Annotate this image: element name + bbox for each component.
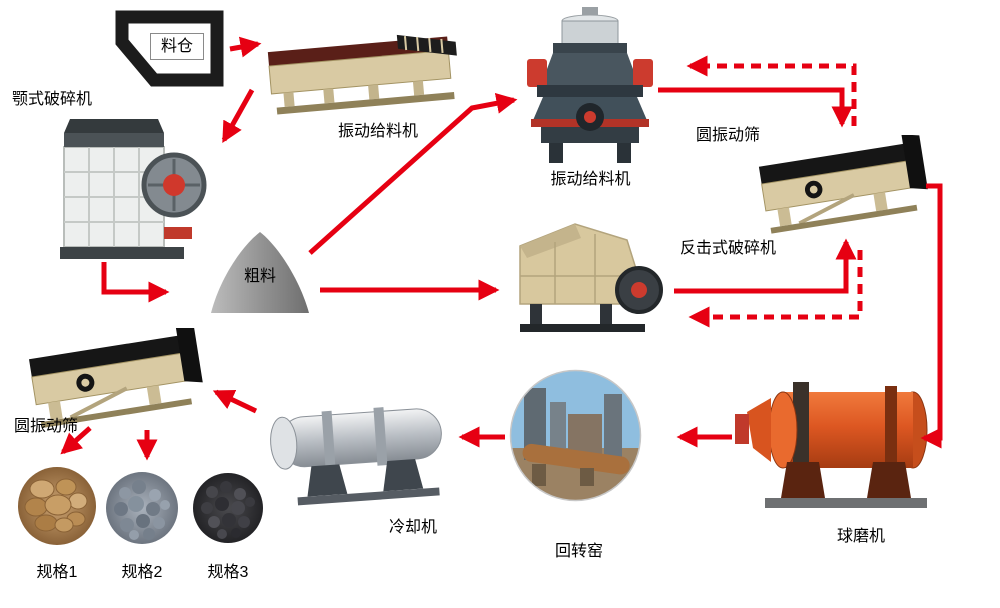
ball-mill-image xyxy=(735,382,928,508)
screen-left-label: 圆振动筛 xyxy=(14,418,79,435)
impact-crusher-image xyxy=(519,223,663,332)
cooler-image xyxy=(270,407,442,506)
feeder-label: 振动给料机 xyxy=(337,123,418,140)
product-3-label: 规格3 xyxy=(207,564,249,581)
jaw-crusher-image xyxy=(60,119,207,259)
rotary-kiln-photo xyxy=(509,369,642,502)
cone-crusher-image xyxy=(527,7,653,163)
impact-crusher-label: 反击式破碎机 xyxy=(680,240,777,257)
jaw-crusher-label: 颚式破碎机 xyxy=(12,91,93,108)
product-1-label: 规格1 xyxy=(36,564,78,581)
vibrating-feeder-image xyxy=(267,34,457,115)
product-1-photo xyxy=(18,467,96,545)
screen-right-label: 圆振动筛 xyxy=(696,127,761,144)
silo-label: 料仓 xyxy=(150,33,205,61)
ball-mill-label: 球磨机 xyxy=(836,528,885,545)
vibrating-screen-left-image xyxy=(29,328,203,428)
product-3-photo xyxy=(193,473,263,543)
coarse-material-label: 粗料 xyxy=(243,268,276,285)
coarse-material-icon xyxy=(211,232,309,313)
product-2-label: 规格2 xyxy=(121,564,163,581)
cone-crusher-label: 振动给料机 xyxy=(550,171,631,188)
product-2-photo xyxy=(106,472,178,544)
vibrating-screen-right-image xyxy=(758,135,928,234)
cooler-label: 冷却机 xyxy=(388,519,437,536)
rotary-kiln-label: 回转窑 xyxy=(554,543,603,560)
